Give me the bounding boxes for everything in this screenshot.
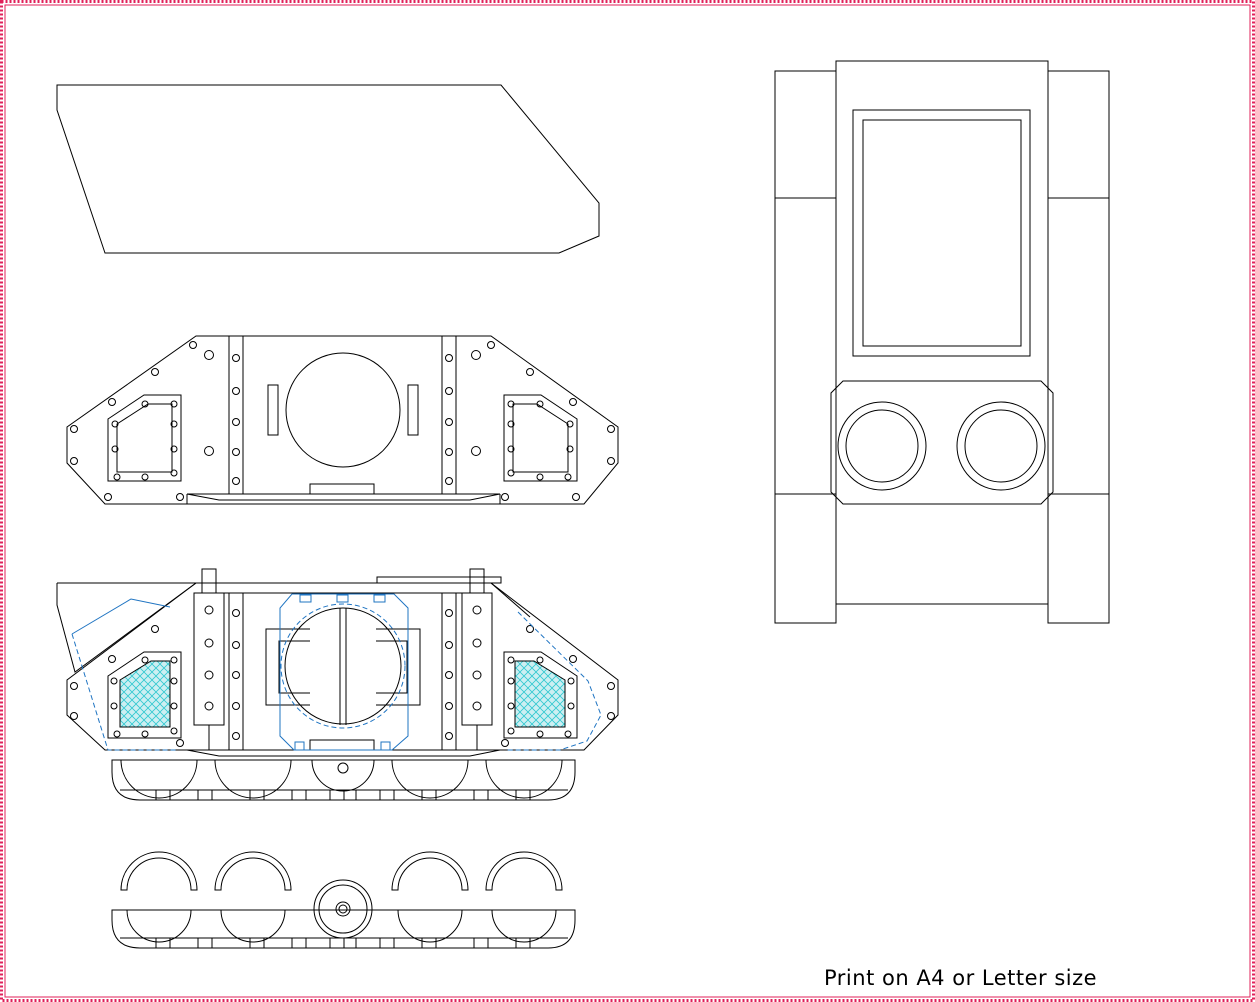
top-plate — [56, 84, 600, 254]
side-assembly — [56, 568, 619, 801]
track-wheels — [111, 851, 576, 949]
front-plate — [66, 335, 619, 505]
print-note: Print on A4 or Letter size — [824, 966, 1098, 990]
top-view — [774, 60, 1110, 624]
